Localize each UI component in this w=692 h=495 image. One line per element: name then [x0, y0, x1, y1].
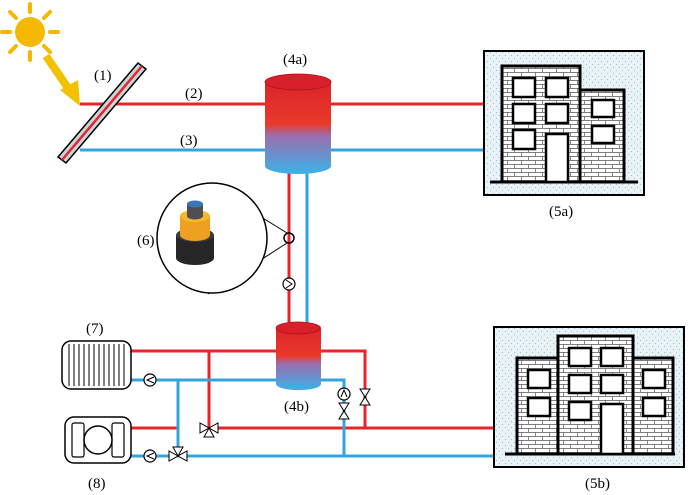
- pipe-detail-label: (6): [137, 233, 155, 249]
- supply-line-label: (2): [185, 86, 203, 102]
- heat-pump-icon: [64, 416, 132, 464]
- building-icon: [493, 326, 685, 468]
- local-cold-return: [321, 378, 346, 456]
- sun-icon: [0, 2, 60, 62]
- storage-main-label: (4a): [283, 52, 307, 68]
- collector-label: (1): [94, 68, 112, 84]
- pipe-cross-section-icon: [156, 182, 295, 295]
- three-way-valve-icon: [199, 422, 219, 438]
- valve-icon: [338, 402, 350, 420]
- pump-icon: [282, 277, 296, 291]
- heat-pump-label: (8): [88, 476, 106, 492]
- pump-icon: [143, 373, 157, 387]
- storage-tank-icon: [264, 73, 332, 174]
- pump-icon: [337, 387, 351, 401]
- solar-collector-icon: [56, 61, 148, 165]
- three-way-valve-icon: [168, 446, 188, 462]
- heat-exchanger-label: (7): [86, 321, 104, 337]
- sun-ray-arrow-icon: [42, 53, 80, 106]
- building-icon: [483, 50, 645, 196]
- pump-icon: [143, 449, 157, 463]
- storage-local-label: (4b): [284, 399, 309, 415]
- building-1-label: (5a): [549, 204, 573, 220]
- storage-tank-icon: [275, 321, 321, 391]
- building-2-label: (5b): [585, 476, 610, 492]
- return-line-label: (3): [180, 133, 198, 149]
- valve-icon: [359, 388, 371, 406]
- radiator-icon: [61, 340, 132, 390]
- pipe-network: [80, 102, 494, 458]
